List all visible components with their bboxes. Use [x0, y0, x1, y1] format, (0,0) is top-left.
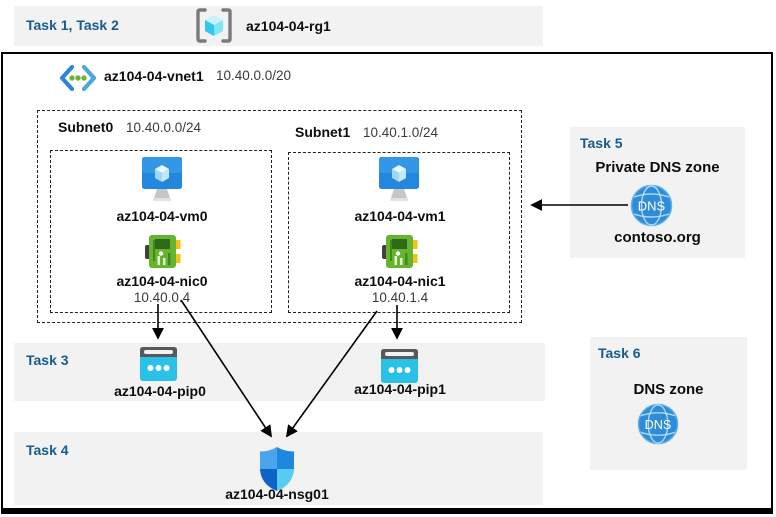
public-ip-icon	[381, 349, 418, 383]
task-3-band: Task 3	[14, 343, 545, 401]
nic-icon	[143, 232, 181, 271]
resource-group-name: az104-04-rg1	[246, 18, 331, 34]
task-1-2-label: Task 1, Task 2	[26, 17, 119, 33]
subnet1-name: Subnet1	[295, 124, 351, 140]
nsg-shield-icon	[258, 446, 296, 492]
svg-text:DNS: DNS	[638, 199, 666, 214]
task-6-panel: Task 6 DNS zone DNS	[590, 337, 747, 470]
nic-ip: 10.40.1.4	[371, 290, 429, 305]
vnet-cidr: 10.40.0.0/20	[216, 68, 292, 83]
task-5-label: Task 5	[580, 135, 623, 151]
dns-icon: DNS	[637, 403, 679, 445]
subnet1-box: az104-04-vm1 az104-04-nic1 10.40.1.4	[288, 152, 510, 313]
vnet-name: az104-04-vnet1	[104, 68, 204, 84]
private-dns-zone-title: Private DNS zone	[595, 159, 720, 176]
nic-name: az104-04-nic1	[354, 273, 446, 289]
nic-name: az104-04-nic0	[116, 273, 208, 289]
task-4-label: Task 4	[26, 442, 69, 458]
task-6-label: Task 6	[598, 345, 641, 361]
task-3-label: Task 3	[26, 352, 69, 368]
task-5-panel: Task 5 Private DNS zone DNS contoso.org	[570, 127, 745, 258]
nic-icon	[380, 232, 418, 271]
public-ip-icon	[140, 347, 177, 381]
vm-name: az104-04-vm0	[116, 208, 208, 224]
subnet0-box: az104-04-vm0 az104-04-nic0 10.40.0.4	[50, 150, 272, 313]
resource-group-icon	[195, 7, 233, 44]
private-dns-zone-name: contoso.org	[614, 229, 701, 246]
vm-name: az104-04-vm1	[354, 208, 446, 224]
nsg-name: az104-04-nsg01	[225, 486, 329, 502]
pip1-name: az104-04-pip1	[354, 381, 446, 397]
task-1-2-band: Task 1, Task 2 az104-04-rg1	[14, 6, 543, 46]
dns-icon: DNS	[630, 184, 673, 227]
subnet0-cidr: 10.40.0.0/24	[126, 120, 202, 135]
virtual-network-icon	[58, 64, 98, 92]
subnet0-name: Subnet0	[58, 119, 114, 135]
vm-icon	[141, 157, 183, 203]
nic-ip: 10.40.0.4	[133, 290, 191, 305]
svg-text:DNS: DNS	[645, 418, 672, 432]
dns-zone-title: DNS zone	[633, 381, 704, 398]
pip0-name: az104-04-pip0	[114, 383, 206, 399]
subnet1-cidr: 10.40.1.0/24	[363, 125, 439, 140]
vm-icon	[378, 157, 420, 203]
subnets-boundary	[37, 110, 522, 323]
